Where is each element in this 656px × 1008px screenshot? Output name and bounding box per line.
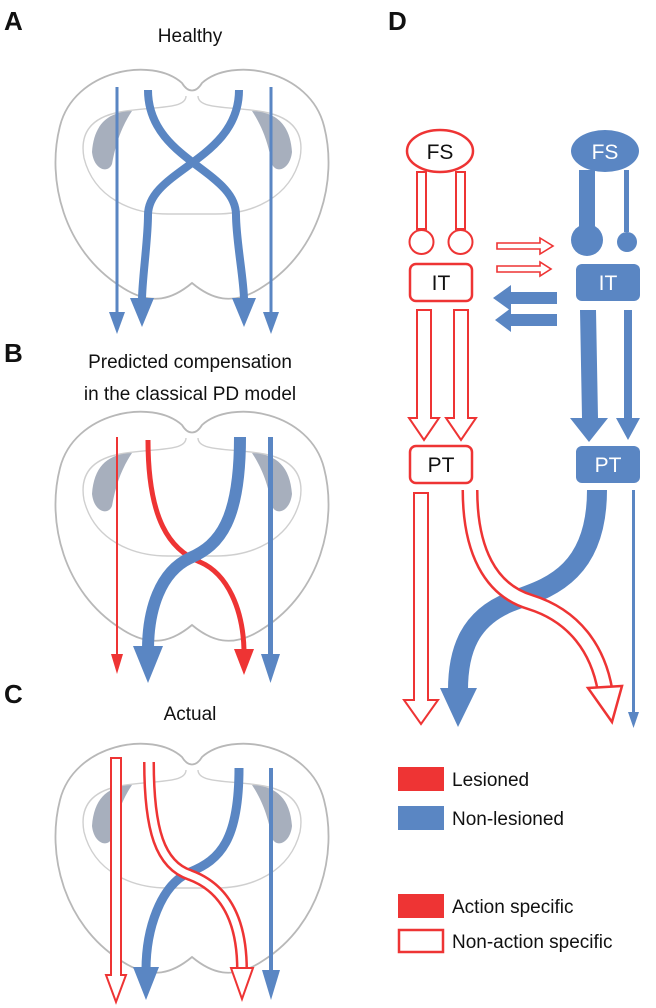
node-left-pt-label: PT (428, 454, 455, 477)
node-right-it-label: IT (599, 272, 618, 295)
node-left-fs (405, 128, 475, 174)
panel-a-title: Healthy (158, 26, 223, 47)
node-left-it-label: IT (432, 272, 451, 295)
legend-swatch-action-specific (398, 894, 444, 918)
node-right-fs (571, 130, 639, 172)
panel-b-letter: B (4, 338, 23, 368)
legend-swatch-lesioned (398, 767, 444, 791)
node-right-pt (576, 446, 640, 483)
lateral-connections (493, 236, 557, 332)
panel-c-title: Actual (164, 704, 217, 725)
node-right-fs-label: FS (592, 141, 619, 164)
panel-b-title-line1: Predicted compensation (88, 352, 292, 373)
lesioned-circuit: FS IT PT (402, 128, 478, 726)
node-right-it (576, 264, 640, 301)
panel-d-letter: D (388, 6, 407, 36)
pathway-arrows-a (109, 87, 279, 334)
legend: Lesioned Non-lesioned Action specific No… (397, 767, 613, 954)
legend-label-non-lesioned: Non-lesioned (452, 809, 564, 830)
legend-label-lesioned: Lesioned (452, 770, 529, 791)
non-lesioned-circuit: FS IT PT (570, 130, 640, 728)
panel-a-letter: A (4, 6, 23, 36)
panel-b: B Predicted compensation in the classica… (4, 338, 330, 683)
brain-section-c (54, 742, 330, 974)
panel-c: C Actual (4, 679, 330, 1005)
legend-swatch-non-action-specific (397, 928, 445, 954)
legend-label-action-specific: Action specific (452, 897, 573, 918)
node-left-fs-label: FS (427, 141, 454, 164)
brain-section-b (54, 410, 330, 642)
panel-b-title-line2: in the classical PD model (84, 384, 296, 405)
legend-label-non-action-specific: Non-action specific (452, 932, 613, 953)
node-right-pt-label: PT (595, 454, 622, 477)
brain-section-a (54, 68, 330, 300)
pathway-arrows-c (104, 757, 280, 1005)
legend-swatch-non-lesioned (398, 806, 444, 830)
panel-c-letter: C (4, 679, 23, 709)
crossing-pathways (440, 489, 624, 727)
node-left-pt (408, 444, 474, 485)
panel-a: A Healthy (4, 6, 330, 334)
panel-d: D FS IT PT FS (388, 6, 640, 728)
pathway-arrows-b (111, 436, 280, 683)
node-left-it (408, 262, 474, 303)
